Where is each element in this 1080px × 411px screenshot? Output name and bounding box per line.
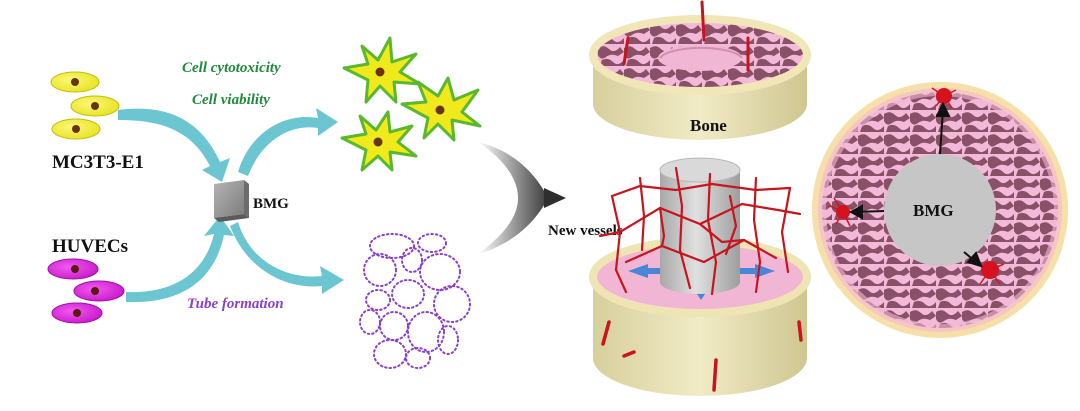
vessel-marker	[977, 261, 1005, 285]
cell-viability-label: Cell viability	[192, 92, 270, 108]
bmg-rod	[659, 157, 741, 294]
arrow-bmg-to-cells	[238, 108, 338, 176]
huvecs-label: HUVECs	[52, 236, 128, 257]
spiky-cell	[342, 36, 422, 104]
vessel-marker	[829, 197, 851, 227]
cross-section	[812, 82, 1068, 338]
spiky-cell	[340, 110, 418, 172]
mc3t3-cell	[50, 71, 100, 93]
bmg-chip	[214, 180, 249, 222]
huvec-cell-group	[47, 258, 125, 324]
bone-top-cylinder	[589, 0, 811, 140]
cyan-arrows	[118, 108, 344, 303]
tube-formation-label: Tube formation	[187, 296, 284, 312]
huvec-cell	[47, 258, 99, 280]
huvec-cell	[51, 302, 103, 324]
arrow-mc3t3-to-bmg	[118, 108, 230, 182]
direction-arrows	[848, 101, 983, 268]
bone-bottom-cylinder	[589, 237, 811, 396]
spiky-cell-group	[340, 36, 482, 172]
bone-label: Bone	[690, 116, 727, 135]
arrow-bmg-to-tubes	[230, 222, 344, 294]
mc3t3-cell	[70, 95, 120, 117]
arrow-huvecs-to-bmg	[126, 216, 234, 303]
tube-network	[359, 233, 471, 369]
vessel-stubs	[622, 0, 750, 72]
vessel-marker	[931, 87, 957, 109]
vessel-fragments	[601, 320, 803, 392]
bmg-cross-section-label: BMG	[913, 201, 954, 220]
spiky-cell	[400, 76, 482, 142]
huvec-cell	[73, 280, 125, 302]
funnel-arrow	[478, 142, 566, 254]
mc3t3-cell-group	[50, 71, 120, 140]
mc3t3-cell	[51, 118, 101, 140]
cell-cytotoxicity-label: Cell cytotoxicity	[182, 60, 281, 76]
mc3t3-label: MC3T3-E1	[52, 152, 144, 173]
bmg-chip-label: BMG	[253, 196, 289, 212]
new-vessels-label: New vessels	[548, 223, 623, 239]
new-vessel-network	[598, 166, 802, 296]
